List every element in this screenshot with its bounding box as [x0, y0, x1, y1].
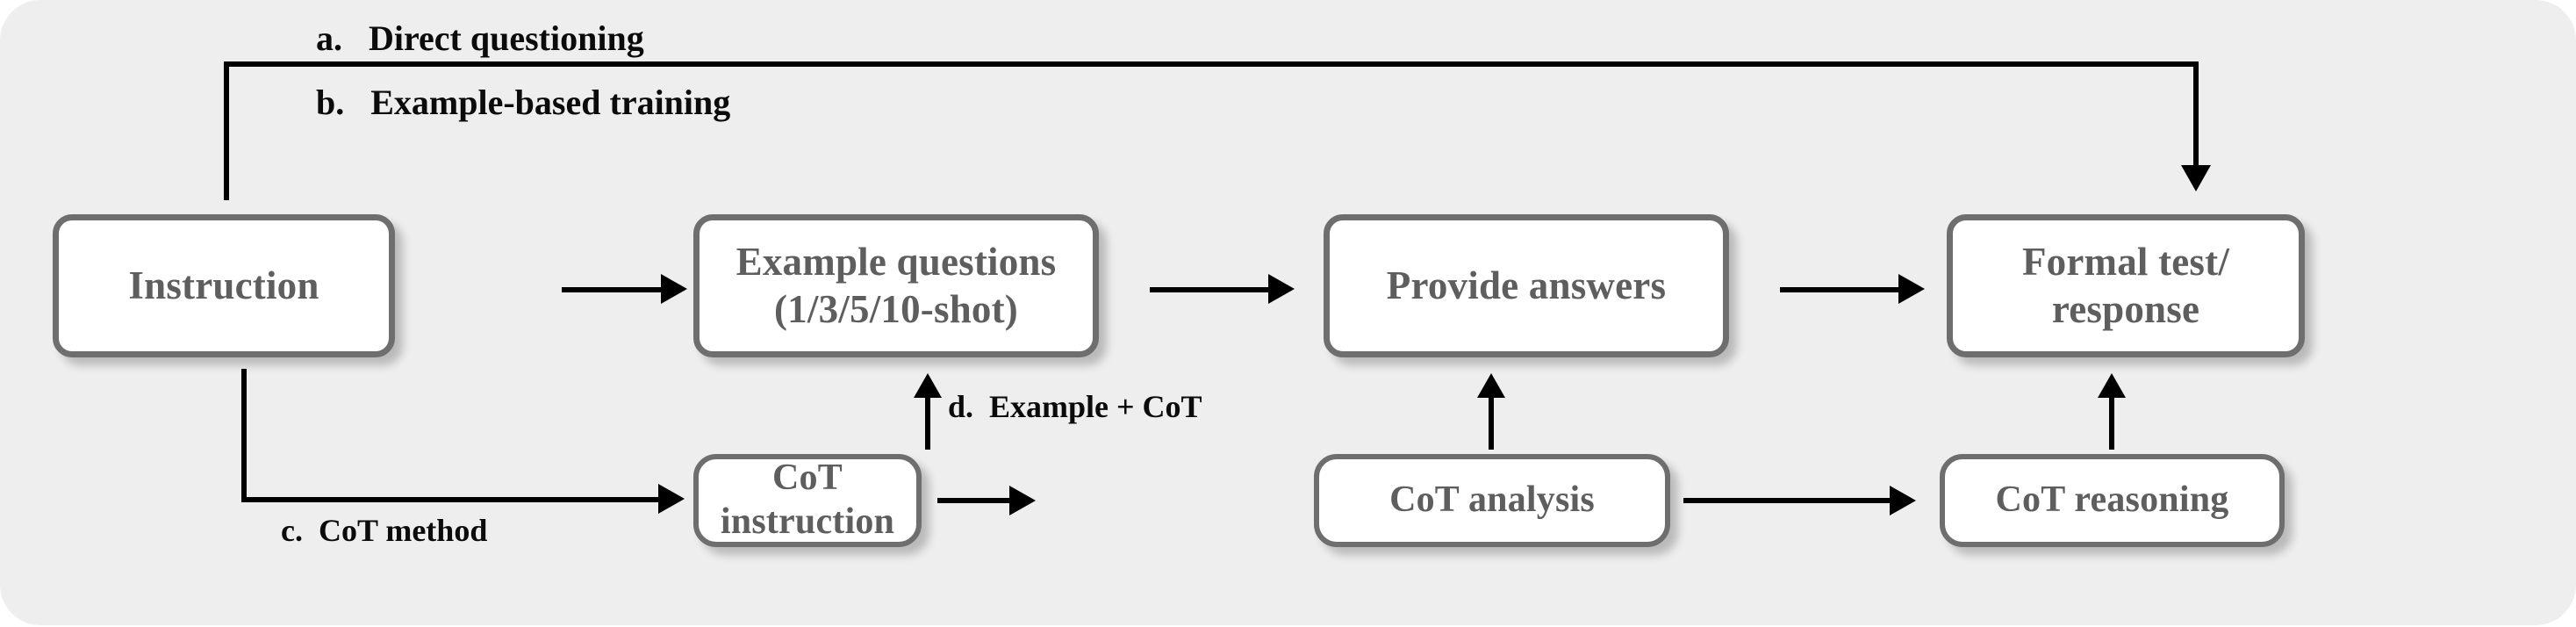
node-example-questions[interactable]: Example questions (1/3/5/10-shot) — [693, 214, 1099, 357]
node-provide-answers[interactable]: Provide answers — [1324, 214, 1729, 357]
node-formal-test-line1: Formal test/ — [2021, 240, 2230, 285]
path-c-horizontal — [241, 497, 663, 502]
arrow-cotanalysis-to-cotreasoning-line — [1683, 498, 1894, 503]
arrow-cotreasoning-to-formal-head-icon — [2098, 373, 2126, 398]
node-instruction[interactable]: Instruction — [53, 214, 395, 357]
node-instruction-label: Instruction — [128, 263, 319, 307]
arrow-example-to-answers-line — [1150, 287, 1273, 292]
arrow-instruction-to-example-head-icon — [661, 274, 687, 304]
arrow-cotinstruction-to-cotanalysis-head-icon — [1009, 486, 1036, 515]
path-c-arrowhead-icon — [658, 484, 685, 514]
path-a-arrowhead-icon — [2181, 165, 2211, 191]
arrow-cotanalysis-to-answers-head-icon — [1477, 373, 1505, 398]
node-provide-answers-label: Provide answers — [1386, 263, 1667, 307]
arrow-answers-to-formal-line — [1780, 287, 1903, 292]
path-label-a: a. Direct questioning — [316, 18, 644, 58]
node-cot-analysis-label: CoT analysis — [1389, 479, 1595, 521]
path-a-vertical-right — [2193, 61, 2199, 167]
node-cot-instruction-label: CoT instruction — [720, 458, 895, 542]
path-a-horizontal — [224, 61, 2199, 67]
arrow-cotinstruction-to-cotanalysis-line — [937, 498, 1013, 503]
node-cot-reasoning-label: CoT reasoning — [1995, 479, 2229, 521]
path-label-d: d. Example + CoT — [948, 389, 1202, 424]
arrow-cotanalysis-to-answers-line — [1489, 397, 1494, 450]
node-cot-reasoning[interactable]: CoT reasoning — [1940, 454, 2285, 547]
node-formal-test-line2: response — [2051, 286, 2200, 331]
path-d-vertical — [925, 397, 930, 450]
path-label-c: c. CoT method — [281, 513, 488, 548]
node-cot-analysis[interactable]: CoT analysis — [1314, 454, 1670, 547]
path-d-arrowhead-icon — [914, 373, 942, 398]
node-cot-instruction[interactable]: CoT instruction — [693, 454, 922, 547]
path-c-vertical — [241, 369, 247, 502]
path-a-vertical-left — [224, 61, 229, 200]
path-label-b: b. Example-based training — [316, 83, 731, 122]
arrow-answers-to-formal-head-icon — [1898, 274, 1925, 304]
arrow-cotanalysis-to-cotreasoning-head-icon — [1890, 486, 1916, 515]
node-formal-test[interactable]: Formal test/ response — [1947, 214, 2305, 357]
arrow-cotreasoning-to-formal-line — [2109, 397, 2114, 450]
arrow-example-to-answers-head-icon — [1268, 274, 1295, 304]
node-example-questions-line2: (1/3/5/10-shot) — [774, 286, 1018, 331]
node-example-questions-line1: Example questions — [735, 240, 1057, 285]
arrow-instruction-to-example-line — [562, 287, 665, 292]
